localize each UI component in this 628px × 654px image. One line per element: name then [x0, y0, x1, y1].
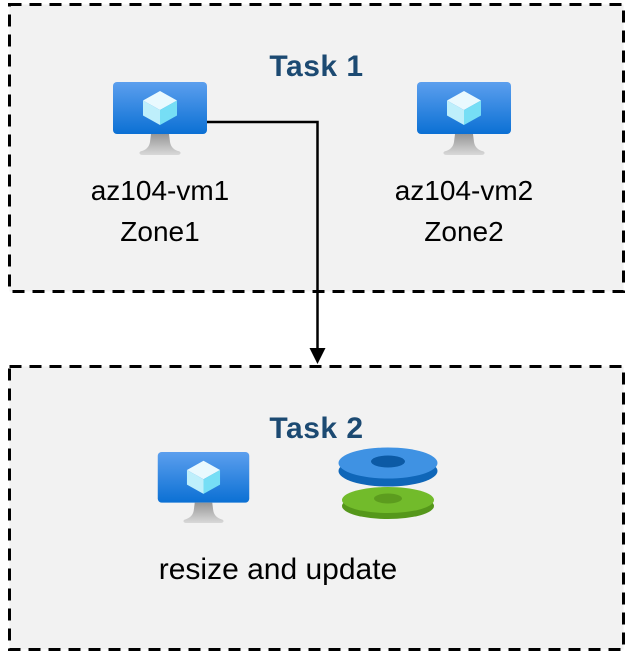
vm2-group: az104-vm2 Zone2 [359, 82, 569, 252]
monitor-stand [183, 502, 224, 524]
task2-caption: resize and update [158, 553, 398, 586]
vm1-zone: Zone1 [120, 216, 200, 247]
vm1-label: az104-vm1 Zone1 [91, 170, 230, 252]
virtual-machine-icon [157, 452, 250, 524]
cube-right-face [203, 470, 221, 494]
managed-disks-icon [338, 447, 438, 519]
virtual-machine-icon [113, 82, 207, 155]
vm2-zone: Zone2 [424, 216, 504, 247]
task2-box: Task 2 resize and update [8, 365, 625, 651]
task1-box: Task 1 az104-vm1 Zone1 [8, 3, 625, 293]
task2-title: Task 2 [269, 411, 364, 445]
arrow-head-icon [309, 348, 326, 364]
cube-left-face [447, 100, 464, 125]
monitor-stand [443, 134, 485, 155]
vm2-name: az104-vm2 [394, 175, 534, 206]
vm2-label: az104-vm2 Zone2 [395, 170, 534, 252]
blue-disk-hole [371, 455, 405, 468]
vm1-name: az104-vm1 [90, 175, 230, 206]
green-disk-hole [374, 493, 402, 504]
cube-left-face [143, 100, 160, 125]
task2-dashed-frame [8, 365, 625, 651]
virtual-machine-icon [417, 82, 511, 155]
cube-left-face [186, 470, 204, 494]
monitor-stand [139, 134, 181, 155]
vm1-group: az104-vm1 Zone1 [55, 82, 265, 252]
cube-right-face [160, 100, 177, 125]
task2-frame-rect [8, 365, 625, 651]
cube-right-face [464, 100, 481, 125]
task1-title: Task 1 [269, 49, 364, 83]
